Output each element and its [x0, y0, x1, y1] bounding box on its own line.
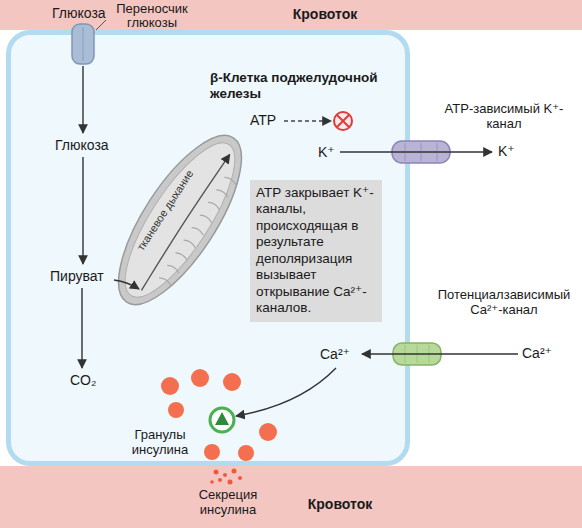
crista [184, 239, 197, 248]
inhibition-arrow [284, 120, 331, 121]
fusing-granule [215, 412, 229, 425]
molecule-label: Пируват [50, 268, 114, 284]
molecule-label: ATP [250, 112, 282, 128]
channel-detail [405, 345, 429, 363]
k-channel [392, 141, 450, 163]
note-box: ATP закрывает K⁺-каналы, происходящая в … [250, 180, 382, 322]
block-symbol [337, 115, 349, 127]
pathway-arrow [81, 288, 82, 368]
inner-membrane [107, 129, 254, 312]
pathway-arrow [82, 157, 83, 264]
blood-band: Кровоток [0, 466, 582, 528]
part-label: Гранулы инсулина [116, 428, 204, 458]
crista [167, 264, 180, 273]
leader-line [96, 20, 106, 30]
ca-channel [393, 343, 441, 365]
outer-membrane [96, 118, 263, 322]
channel-label: ATP-зависимый K⁺-канал [430, 102, 578, 132]
signal-arrow [236, 368, 336, 416]
crista [159, 276, 172, 285]
mitochondrion-outline [94, 115, 267, 324]
region-title: β-Клетка поджелудочной железы [210, 70, 404, 103]
ion-label: Ca²⁺ [522, 345, 564, 361]
crista [224, 176, 237, 185]
beta-cell: тканевое дыханиеATP закрывает K⁺-каналы,… [6, 30, 410, 466]
crista [192, 226, 205, 235]
block-symbol [334, 112, 352, 130]
molecule-label: CO₂ [70, 372, 102, 388]
crista [175, 251, 188, 260]
crista [200, 213, 213, 222]
crista [208, 201, 221, 210]
channel-label: Потенциалзависимый Ca²⁺-канал [430, 288, 578, 318]
fusing-granule [210, 408, 234, 432]
transporter-detail [83, 27, 84, 61]
process-label: Секреция инсулина [180, 488, 276, 518]
region-title: Кровоток [297, 496, 383, 513]
channel-detail [405, 143, 437, 161]
ion-label: Ca²⁺ [320, 346, 358, 362]
ion-label: K⁺ [498, 143, 524, 159]
pathway-arrow [82, 66, 83, 133]
molecule-label: Глюкоза [55, 137, 115, 153]
note-text: ATP закрывает K⁺-каналы, происходящая в … [256, 185, 376, 317]
molecule-label: Глюкоза [52, 5, 114, 21]
glucose-transporter [72, 24, 94, 64]
mitochondrion: тканевое дыхание [94, 115, 267, 324]
pathway-arrow [114, 280, 139, 289]
region-title: Кровоток [282, 6, 368, 23]
ion-label: K⁺ [318, 144, 340, 160]
crista [216, 188, 229, 197]
part-label: Переносчик глюкозы [106, 2, 198, 29]
ion-flow-arrow [340, 151, 492, 152]
ion-flow-arrow [362, 353, 518, 354]
secreted-insulin [210, 469, 242, 485]
